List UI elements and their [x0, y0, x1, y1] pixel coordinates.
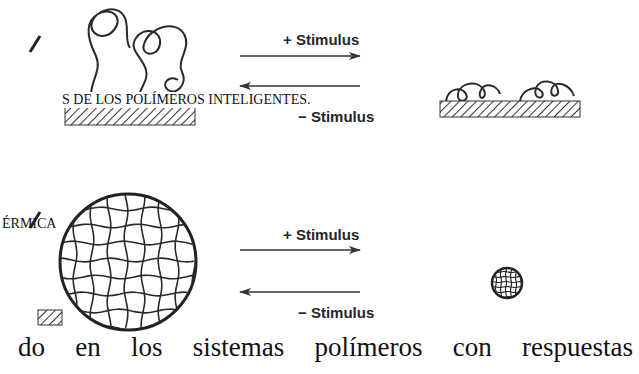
document-heading: S DE LOS POLÍMEROS INTELIGENTES. — [62, 92, 311, 108]
hatched-fragment — [38, 310, 62, 325]
reverse-arrow — [240, 291, 360, 293]
polymer-chain — [520, 81, 574, 101]
document-body-text: do en los sistemas polímeros con respues… — [18, 332, 633, 363]
stimulus-label: − Stimulus — [298, 108, 374, 125]
network-strand — [107, 192, 111, 328]
polymer-chain — [446, 84, 500, 101]
network-strand — [158, 192, 162, 328]
network-strand — [124, 192, 128, 328]
substrate-surface — [65, 107, 195, 125]
collapsed-gel — [492, 268, 522, 298]
network-strand — [90, 192, 94, 328]
reverse-arrow — [240, 85, 360, 87]
network-strand — [58, 258, 194, 262]
network-strand — [58, 241, 194, 245]
gel-network — [56, 190, 196, 330]
stimulus-label: + Stimulus — [283, 226, 359, 243]
forward-arrow — [240, 249, 360, 251]
network-strand — [141, 192, 145, 328]
stimulus-label: − Stimulus — [298, 304, 374, 321]
substrate-surface — [440, 101, 580, 117]
network-strand — [506, 267, 507, 297]
network-strand — [58, 292, 194, 296]
network-strand — [58, 275, 194, 279]
forward-arrow — [240, 55, 360, 57]
swollen-gel — [60, 194, 196, 330]
collapsed-chains — [446, 81, 574, 101]
gel-network — [491, 267, 522, 298]
stimulus-label: + Stimulus — [283, 31, 359, 48]
document-heading: ÉRMICA — [2, 216, 56, 232]
scan-mark — [30, 36, 40, 52]
